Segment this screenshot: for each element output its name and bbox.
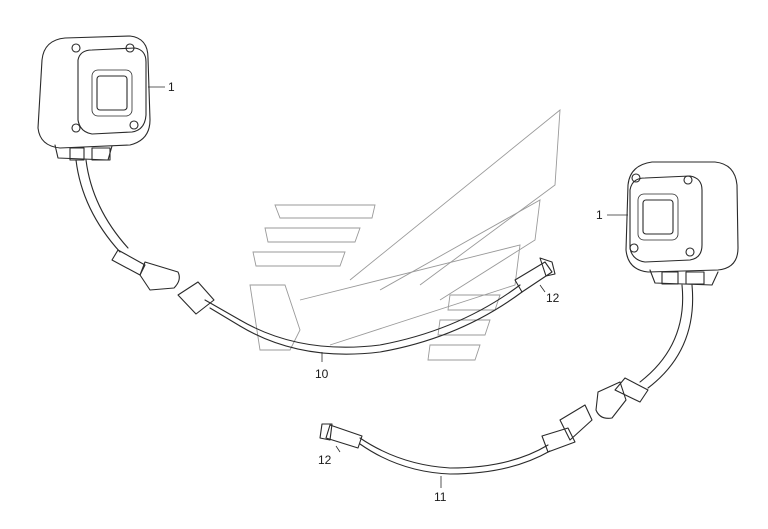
callout-connector-upper: 12 <box>546 291 560 305</box>
lamp-cable-left <box>75 159 180 291</box>
leader-line <box>539 284 546 293</box>
work-lamp-right <box>625 161 739 286</box>
watermark-logo <box>249 109 561 361</box>
extension-cable-11 <box>319 404 593 475</box>
callout-cable-upper: 10 <box>315 367 329 381</box>
extension-cable-10 <box>177 257 556 355</box>
callout-lamp-left: 1 <box>168 80 175 94</box>
leader-line <box>335 445 341 453</box>
callout-cable-lower: 11 <box>434 490 447 504</box>
work-lamp-left <box>37 35 151 161</box>
callout-lamp-right: 1 <box>596 208 603 222</box>
lamp-cable-right <box>595 284 694 419</box>
callout-connector-lower: 12 <box>318 453 332 467</box>
